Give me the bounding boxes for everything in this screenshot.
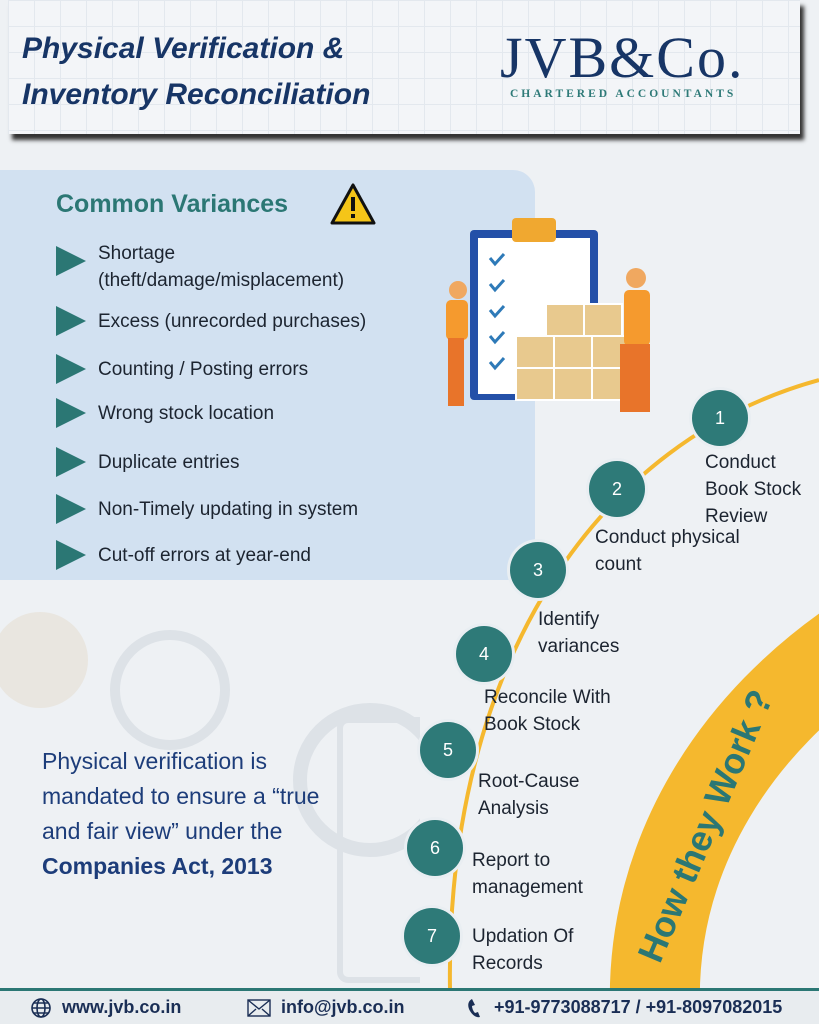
title-line-1: Physical Verification & (22, 32, 345, 65)
variance-item: Counting / Posting errors (56, 354, 309, 384)
variance-item: Wrong stock location (56, 398, 275, 428)
variance-item: Excess (unrecorded purchases) (56, 306, 367, 336)
mail-icon (247, 998, 271, 1017)
step-6-label: Report to management (472, 850, 583, 898)
variance-label: Shortage (98, 243, 176, 264)
variances-title: Common Variances (56, 190, 289, 218)
variance-item: Shortage (theft/damage/misplacement) (56, 240, 344, 294)
step-7-label: Updation Of Records (472, 926, 574, 974)
step-6-marker: 6 (407, 820, 463, 876)
step-3-label: Identify variances (538, 609, 620, 657)
arrow-icon (56, 494, 86, 524)
logo-subtitle: CHARTERED ACCOUNTANTS (510, 88, 737, 100)
step-1-marker: 1 (692, 390, 748, 446)
phone-icon (468, 998, 480, 1017)
arrow-icon (56, 540, 86, 570)
variance-item: Non-Timely updating in system (56, 494, 359, 524)
variance-label-detail: (theft/damage/misplacement) (98, 270, 345, 291)
variance-label: Non-Timely updating in system (98, 499, 359, 520)
variance-label: Excess (unrecorded purchases) (98, 311, 367, 332)
step-5-label: Root-Cause Analysis (478, 771, 580, 819)
statement-act: Companies Act, 2013 (42, 853, 273, 879)
step-2-label: Conduct physical count (595, 527, 740, 575)
step-3-marker: 3 (510, 542, 566, 598)
step-5-marker: 5 (420, 722, 476, 778)
arrow-icon (56, 306, 86, 336)
variances-panel (0, 170, 535, 580)
variance-item: Duplicate entries (56, 447, 240, 477)
background-illustration (0, 612, 420, 983)
website-link[interactable]: www.jvb.co.in (62, 997, 182, 1017)
logo: JVB&Co. (500, 25, 745, 90)
footer: www.jvb.co.in info@jvb.co.in +91-9773088… (0, 988, 819, 1024)
header-banner (8, 0, 800, 134)
inventory-illustration (446, 218, 650, 412)
arrow-icon (56, 354, 86, 384)
variance-label: Duplicate entries (98, 452, 240, 473)
variance-item: Cut-off errors at year-end (56, 540, 311, 570)
arrow-icon (56, 447, 86, 477)
step-7-marker: 7 (404, 908, 460, 964)
arrow-icon (56, 246, 86, 276)
step-1-label: Conduct Book Stock Review (705, 452, 802, 527)
email-link[interactable]: info@jvb.co.in (281, 997, 405, 1017)
variance-label: Counting / Posting errors (98, 359, 309, 380)
phone-numbers[interactable]: +91-9773088717 / +91-8097082015 (494, 997, 783, 1017)
step-4-marker: 4 (456, 626, 512, 682)
title-line-2: Inventory Reconciliation (22, 78, 371, 111)
footer-email[interactable]: info@jvb.co.in (247, 997, 405, 1018)
footer-website[interactable]: www.jvb.co.in (30, 997, 181, 1019)
globe-icon (31, 997, 51, 1018)
step-4-label: Reconcile With Book Stock (484, 687, 611, 735)
variance-label: Cut-off errors at year-end (98, 545, 311, 566)
arrow-icon (56, 398, 86, 428)
warning-icon (330, 183, 376, 225)
footer-phone[interactable]: +91-9773088717 / +91-8097082015 (466, 997, 782, 1019)
page-title: Physical Verification & Inventory Reconc… (22, 26, 370, 118)
statement-body: Physical verification is mandated to ens… (42, 748, 320, 844)
step-2-marker: 2 (589, 461, 645, 517)
variance-label: Wrong stock location (98, 403, 275, 424)
how-it-works-band (609, 613, 819, 1012)
statement-text: Physical verification is mandated to ens… (42, 744, 332, 884)
